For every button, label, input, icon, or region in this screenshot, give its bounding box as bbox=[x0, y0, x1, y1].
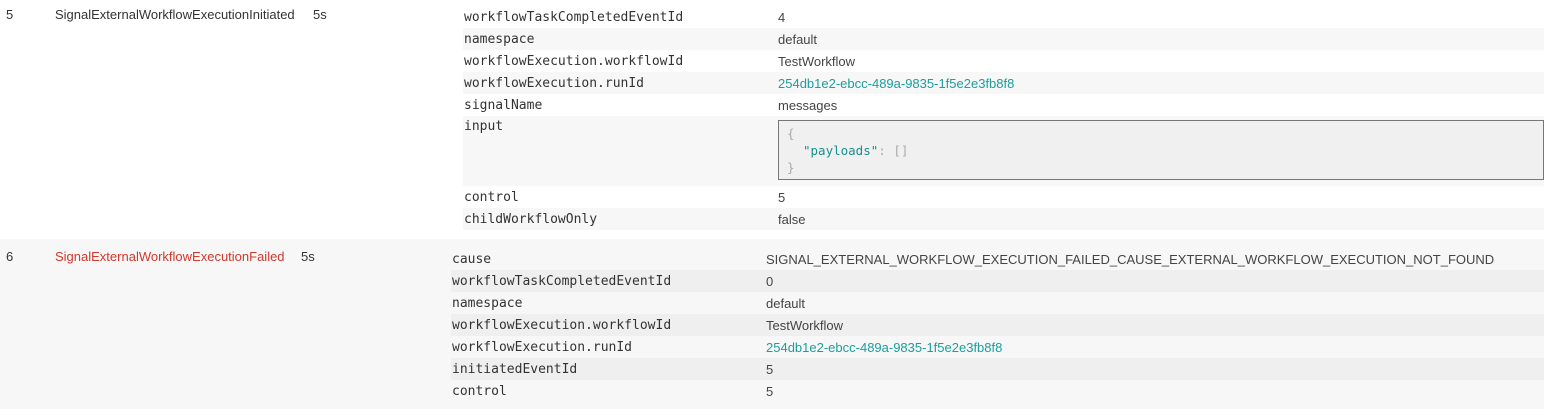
detail-row: control 5 bbox=[463, 186, 1544, 208]
detail-key: signalName bbox=[464, 97, 543, 113]
event-details: workflowTaskCompletedEventId 4 namespace d… bbox=[463, 6, 1544, 230]
detail-row: control 5 bbox=[451, 380, 1544, 402]
detail-value: TestWorkflow bbox=[778, 53, 856, 69]
detail-value: 0 bbox=[766, 273, 774, 289]
detail-key: workflowTaskCompletedEventId bbox=[464, 9, 684, 25]
json-brace-close: } bbox=[787, 160, 795, 175]
detail-value: 5 bbox=[778, 189, 786, 205]
detail-value: default bbox=[778, 31, 818, 47]
event-type: SignalExternalWorkflowExecutionFailed bbox=[55, 249, 285, 264]
detail-row: initiatedEventId 5 bbox=[451, 358, 1544, 380]
detail-row: workflowTaskCompletedEventId 4 bbox=[463, 6, 1544, 28]
detail-row: workflowExecution.runId 254db1e2-ebcc-489… bbox=[451, 336, 1544, 358]
detail-key: workflowExecution.workflowId bbox=[452, 317, 672, 333]
detail-value: false bbox=[778, 211, 806, 227]
detail-key: workflowExecution.workflowId bbox=[464, 53, 684, 69]
json-brace-open: { bbox=[787, 126, 795, 141]
event-time: 5s bbox=[313, 7, 327, 22]
detail-row: workflowExecution.workflowId TestWorkflow bbox=[463, 50, 1544, 72]
event-row[interactable]: 5 SignalExternalWorkflowExecutionInitiat… bbox=[0, 0, 1544, 236]
detail-row: workflowExecution.workflowId TestWorkflow bbox=[451, 314, 1544, 336]
detail-row: input { "payloads": [] } bbox=[463, 116, 1544, 186]
json-key: "payloads" bbox=[803, 143, 879, 158]
run-id-link[interactable]: 254db1e2-ebcc-489a-9835-1f5e2e3fb8f8 bbox=[766, 339, 1003, 355]
event-id: 5 bbox=[6, 7, 14, 22]
detail-key: workflowExecution.runId bbox=[452, 339, 633, 355]
detail-key: input bbox=[464, 119, 504, 134]
json-value: [] bbox=[893, 143, 909, 158]
detail-row: childWorkflowOnly false bbox=[463, 208, 1544, 230]
event-type: SignalExternalWorkflowExecutionInitiated bbox=[55, 7, 295, 22]
detail-key: namespace bbox=[452, 295, 523, 311]
detail-row: namespace default bbox=[463, 28, 1544, 50]
json-input-viewer[interactable]: { "payloads": [] } bbox=[778, 120, 1544, 180]
detail-key: control bbox=[464, 189, 519, 205]
detail-row: namespace default bbox=[451, 292, 1544, 314]
detail-row: workflowExecution.runId 254db1e2-ebcc-489… bbox=[463, 72, 1544, 94]
run-id-link[interactable]: 254db1e2-ebcc-489a-9835-1f5e2e3fb8f8 bbox=[778, 75, 1015, 91]
detail-key: cause bbox=[452, 251, 492, 267]
detail-key: namespace bbox=[464, 31, 535, 47]
json-separator: : bbox=[878, 143, 894, 158]
detail-key: childWorkflowOnly bbox=[464, 211, 598, 227]
detail-key: control bbox=[452, 383, 507, 399]
event-row[interactable]: 6 SignalExternalWorkflowExecutionFailed … bbox=[0, 239, 1544, 409]
detail-row: signalName messages bbox=[463, 94, 1544, 116]
detail-value: default bbox=[766, 295, 806, 311]
detail-row: workflowTaskCompletedEventId 0 bbox=[451, 270, 1544, 292]
detail-value: 5 bbox=[766, 383, 774, 399]
detail-value: TestWorkflow bbox=[766, 317, 844, 333]
detail-key: workflowExecution.runId bbox=[464, 75, 645, 91]
event-time: 5s bbox=[301, 249, 315, 264]
event-details: cause SIGNAL_EXTERNAL_WORKFLOW_EXECUTION_… bbox=[451, 248, 1544, 402]
detail-key: initiatedEventId bbox=[452, 361, 578, 377]
detail-value: messages bbox=[778, 97, 838, 113]
event-id: 6 bbox=[6, 249, 14, 264]
detail-value: 5 bbox=[766, 361, 774, 377]
detail-key: workflowTaskCompletedEventId bbox=[452, 273, 672, 289]
detail-value: 4 bbox=[778, 9, 786, 25]
detail-value: SIGNAL_EXTERNAL_WORKFLOW_EXECUTION_FAILE… bbox=[766, 251, 1495, 267]
detail-row: cause SIGNAL_EXTERNAL_WORKFLOW_EXECUTION_… bbox=[451, 248, 1544, 270]
